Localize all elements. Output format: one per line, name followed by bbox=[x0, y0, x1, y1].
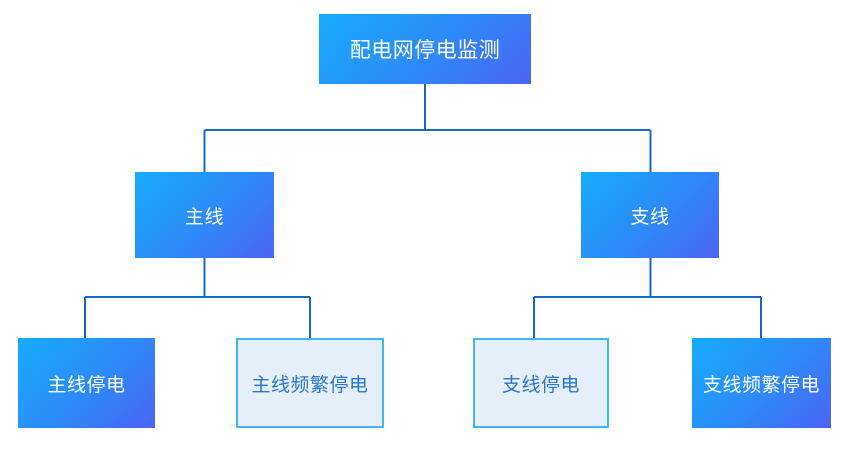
node-main-line-frequent-outage[interactable]: 主线频繁停电 bbox=[236, 338, 384, 428]
node-root-distribution-outage-monitoring[interactable]: 配电网停电监测 bbox=[319, 14, 531, 84]
node-branch-line[interactable]: 支线 bbox=[581, 172, 719, 258]
node-main-line-outage[interactable]: 主线停电 bbox=[18, 338, 155, 428]
node-main-line[interactable]: 主线 bbox=[135, 172, 274, 258]
node-branch-line-outage[interactable]: 支线停电 bbox=[473, 338, 609, 428]
node-branch-line-frequent-outage[interactable]: 支线频繁停电 bbox=[692, 338, 831, 428]
